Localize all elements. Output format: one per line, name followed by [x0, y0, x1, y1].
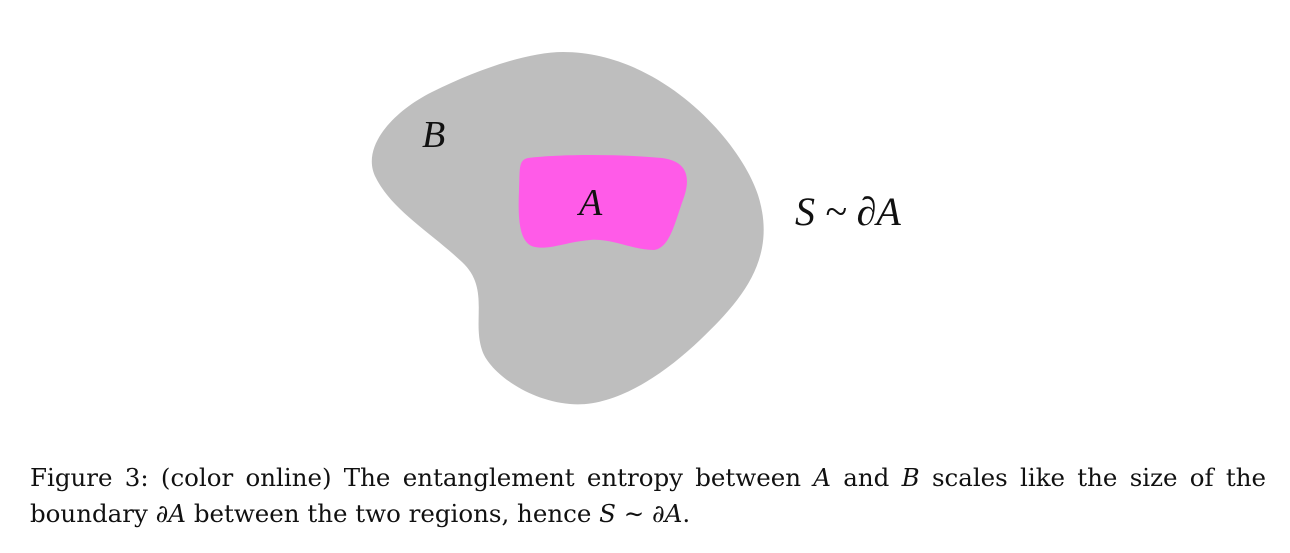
caption-math-a: A	[813, 463, 831, 492]
caption-label: Figure 3:	[30, 463, 149, 492]
caption-text: and	[843, 463, 890, 492]
label-a: A	[576, 182, 603, 224]
caption-math-s: S	[599, 499, 616, 528]
caption-text: between the two regions, hence	[193, 499, 592, 528]
region-a	[518, 155, 687, 250]
caption-text: scales like the size of the	[931, 463, 1266, 492]
figure: B A S ~ ∂A	[371, 52, 901, 405]
caption-math-tilde: ∼	[623, 499, 645, 528]
figure-caption: Figure 3: (color online) The entanglemen…	[30, 460, 1266, 532]
caption-text: (color online) The entanglement entropy …	[160, 463, 802, 492]
caption-line-1: Figure 3: (color online) The entanglemen…	[30, 460, 1266, 496]
caption-text: .	[682, 499, 691, 528]
label-b: B	[422, 114, 445, 156]
caption-line-2: boundary ∂A between the two regions, hen…	[30, 496, 1266, 532]
caption-math-boundary: ∂A	[155, 499, 187, 528]
scaling-relation: S ~ ∂A	[795, 189, 901, 234]
caption-text: boundary	[30, 499, 148, 528]
figure-canvas: B A S ~ ∂A	[371, 52, 901, 405]
caption-math-b: B	[901, 463, 920, 492]
caption-math-boundary: ∂A	[652, 499, 683, 528]
